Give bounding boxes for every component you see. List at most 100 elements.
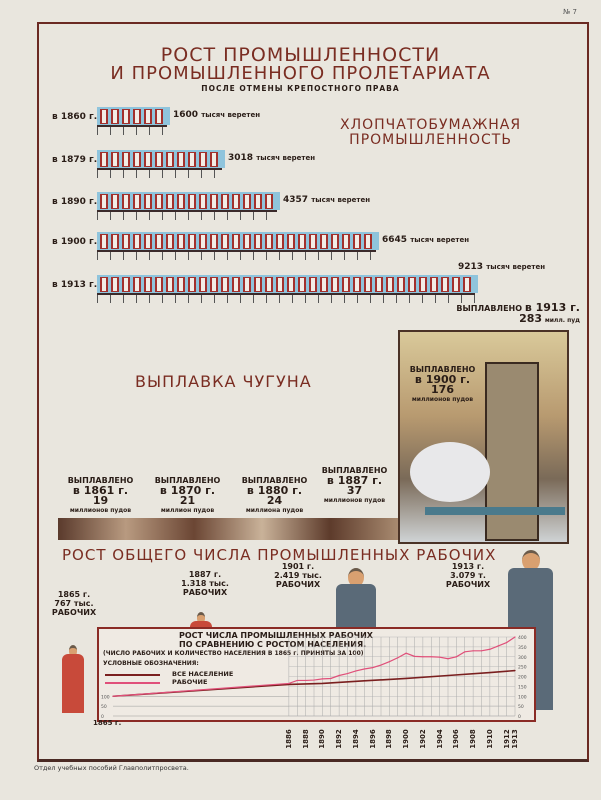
iron-heading: ВЫПЛАВКА ЧУГУНА	[135, 372, 312, 391]
cotton-value: 1600 тысяч веретен	[173, 110, 260, 120]
spindle-icon	[144, 233, 152, 249]
worker-body	[190, 620, 212, 632]
iron-value: 19	[92, 494, 109, 507]
cotton-year: в 1879 г.	[52, 155, 98, 165]
spindle-icon	[243, 233, 251, 249]
spindle-icon	[276, 276, 284, 292]
iron-unit: миллиона пудов	[245, 507, 304, 514]
spindle-icon	[276, 233, 284, 249]
title-line1: РОСТ ПРОМЫШЛЕННОСТИ	[160, 44, 441, 66]
cotton-value-number: 9213	[458, 262, 484, 272]
spindle-icon	[375, 276, 383, 292]
y-tick-label-left: 0	[101, 714, 104, 720]
spindle-bar	[97, 232, 379, 250]
worker-head	[196, 612, 206, 624]
spindle-icon	[122, 276, 130, 292]
spindle-bar	[97, 192, 280, 210]
y-tick-label: 50	[518, 704, 524, 710]
spindle-icon	[111, 276, 119, 292]
spindle-icon	[364, 233, 372, 249]
iron-value: 24	[266, 494, 283, 507]
spindle-icon	[144, 108, 152, 124]
bar-ticks	[97, 168, 222, 178]
spindle-icon	[243, 276, 251, 292]
spindle-icon	[177, 151, 185, 167]
series-line-population	[112, 669, 516, 698]
spindle-icon	[232, 233, 240, 249]
spindle-icon	[342, 276, 350, 292]
worker-count-label: 1887 г.1.318 тыс.РАБОЧИХ	[175, 570, 235, 597]
data-point	[497, 645, 499, 647]
spindle-icon	[309, 233, 317, 249]
spindle-icon	[298, 233, 306, 249]
spindle-icon	[155, 151, 163, 167]
spindle-icon	[441, 276, 449, 292]
data-point	[288, 682, 290, 685]
worker-head	[348, 568, 364, 587]
worker-count-label: 1901 г.2.419 тыс.РАБОЧИХ	[268, 562, 328, 589]
iron-1913-label: ВЫПЛАВЛЕНО в 1913 г. 283 милл. пуд	[430, 302, 580, 326]
data-point	[430, 656, 432, 658]
iron-1913-value: 283	[519, 312, 543, 325]
x-tick-label: 1902	[418, 729, 427, 749]
ironworks-strip	[58, 518, 398, 540]
iron-year: в 1870 г.	[159, 484, 216, 497]
spindle-icon	[166, 151, 174, 167]
cotton-year: в 1890 г.	[52, 197, 98, 207]
spindle-icon	[331, 233, 339, 249]
spindle-icon	[155, 108, 163, 124]
cotton-heading: ХЛОПЧАТОБУМАЖНАЯ ПРОМЫШЛЕННОСТЬ	[340, 118, 521, 148]
worker-unit: РАБОЧИХ	[51, 608, 97, 617]
cotton-year: в 1860 г.	[52, 112, 98, 122]
spindle-icon	[166, 276, 174, 292]
data-point	[506, 641, 508, 644]
legend-workers-label: РАБОЧИЕ	[172, 678, 208, 686]
worker-year: 1913 г.	[451, 562, 485, 571]
iron-value: 21	[179, 494, 196, 507]
iron-1913-unit: милл. пуд	[544, 317, 580, 324]
y-tick-label: 100	[518, 694, 527, 700]
y-tick-label: 200	[518, 675, 527, 681]
data-point	[346, 672, 349, 675]
spindle-icon	[287, 276, 295, 292]
worker-figure	[190, 612, 212, 632]
worker-value: 1.318 тыс.	[181, 579, 229, 588]
spindle-icon	[177, 233, 185, 249]
spindle-icon	[210, 233, 218, 249]
workers-heading: РОСТ ОБЩЕГО ЧИСЛА ПРОМЫШЛЕННЫХ РАБОЧИХ	[62, 546, 497, 564]
spindle-icon	[210, 193, 218, 209]
title-line2: И ПРОМЫШЛЕННОГО ПРОЛЕТАРИАТА	[110, 63, 491, 84]
spindle-icon	[210, 151, 218, 167]
worker-count-label: 1865 г.767 тыс.РАБОЧИХ	[44, 590, 104, 617]
spindle-icon	[122, 193, 130, 209]
iron-year: в 1861 г.	[72, 484, 129, 497]
x-tick-label: 1906	[452, 729, 461, 749]
data-point	[422, 656, 424, 658]
y-tick-label-left: 100	[101, 694, 110, 700]
spindle-icon	[111, 151, 119, 167]
spindle-icon	[221, 193, 229, 209]
cotton-value: 4357 тысяч веретен	[283, 195, 370, 205]
bar-ticks	[97, 250, 376, 260]
chart-note: (ЧИСЛО РАБОЧИХ И КОЛИЧЕСТВО НАСЕЛЕНИЯ В …	[103, 650, 364, 657]
cotton-value-number: 4357	[283, 195, 309, 205]
data-point	[321, 682, 323, 685]
spindle-icon	[254, 276, 262, 292]
data-point	[455, 656, 457, 658]
spindle-icon	[177, 276, 185, 292]
worker-count-label: 1913 г.3.079 т.РАБОЧИХ	[438, 562, 498, 589]
spindle-icon	[342, 233, 350, 249]
spindle-icon	[221, 276, 229, 292]
spindle-icon	[111, 193, 119, 209]
data-point	[388, 661, 390, 663]
worker-figure	[336, 568, 376, 628]
cotton-value-number: 3018	[228, 153, 254, 163]
data-point	[489, 671, 491, 674]
spindle-bar	[97, 107, 170, 125]
spindle-icon	[353, 233, 361, 249]
iron-value: 176	[431, 383, 454, 396]
cotton-value-unit: тысяч веретен	[486, 263, 546, 271]
